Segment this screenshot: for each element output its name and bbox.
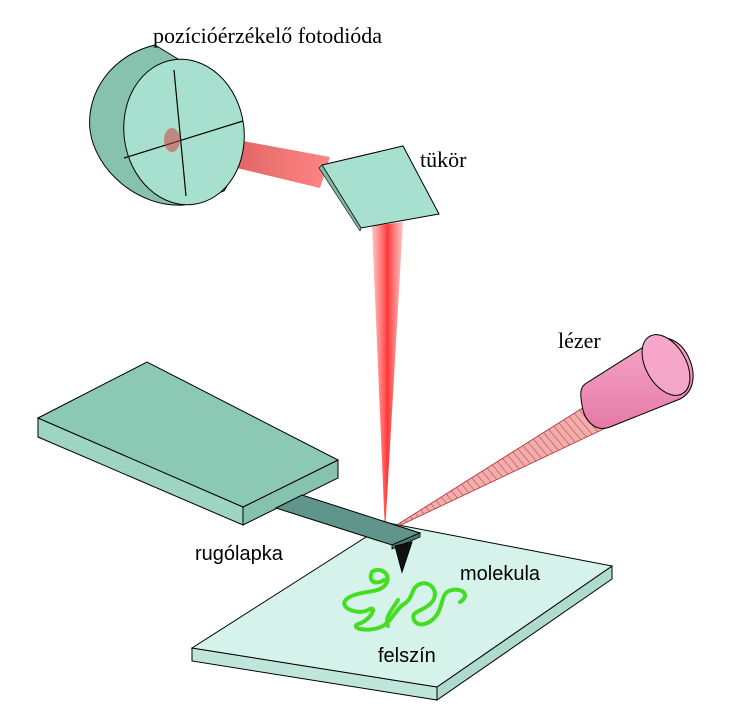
cantilever [274, 494, 422, 574]
laser-beam-reflected [372, 222, 403, 533]
cantilever-holder [36, 361, 340, 526]
label-cantilever: rugólapka [195, 543, 284, 565]
photodiode [89, 44, 245, 206]
label-surface: felszín [378, 645, 436, 667]
laser-source [580, 334, 694, 429]
laser-beam-incoming [383, 401, 611, 534]
label-photodiode: pozícióérzékelő fotodióda [153, 23, 382, 48]
label-molecule: molekula [460, 563, 541, 585]
molecule-strand [342, 567, 468, 632]
label-mirror: tükör [420, 147, 467, 172]
mirror [318, 145, 440, 232]
label-laser: lézer [558, 328, 601, 353]
